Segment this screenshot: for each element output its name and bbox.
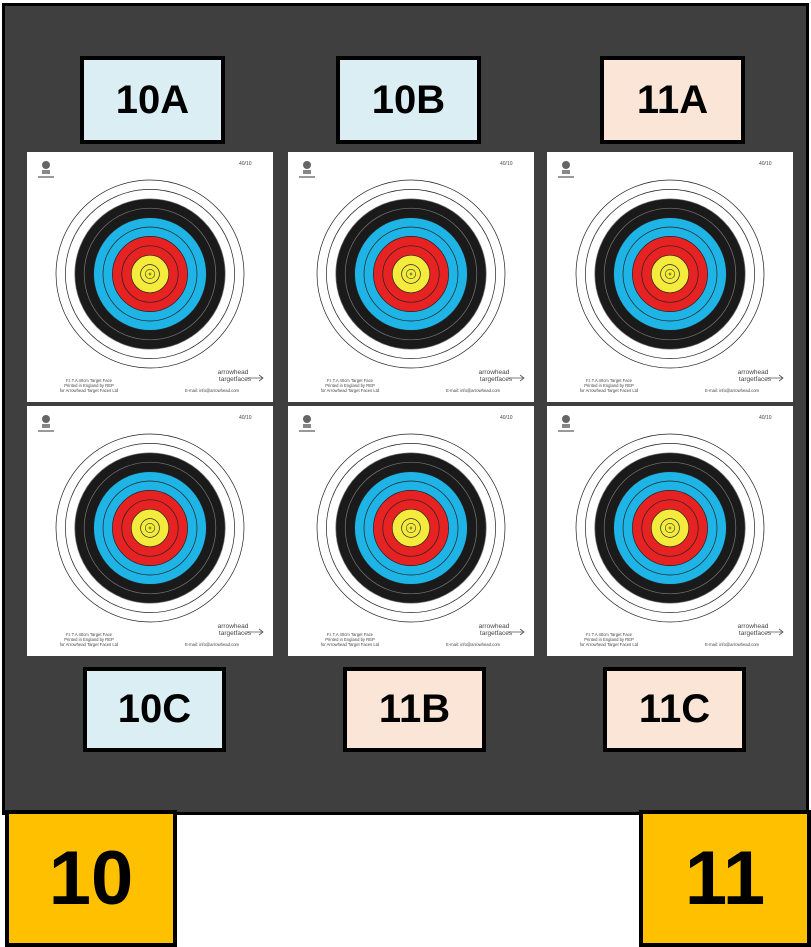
brand-name: arrowhead: [218, 369, 249, 376]
crest-logo-icon: [558, 161, 574, 178]
target-label-10a: 10A: [80, 56, 225, 144]
brand-subname: targetfaces: [480, 376, 513, 383]
target-label-11b: 11B: [343, 667, 486, 752]
crest-logo-icon: [38, 415, 54, 432]
butt-number-11: 11: [639, 810, 811, 947]
brand-subname: targetfaces: [739, 630, 772, 637]
brand-name: arrowhead: [479, 623, 510, 630]
brand-name: arrowhead: [479, 369, 510, 376]
face-size-label: 40/10: [239, 415, 252, 421]
face-email: E-mail: info@arrowhead.com: [446, 642, 501, 647]
crest-logo-icon: [299, 161, 315, 178]
face-email: E-mail: info@arrowhead.com: [446, 388, 501, 393]
face-size-label: 40/10: [239, 161, 252, 167]
target-label-11a: 11A: [600, 56, 745, 144]
target-label-10b: 10B: [336, 56, 481, 144]
brand-name: arrowhead: [738, 623, 769, 630]
face-for-line: for Arrowhead Target Faces Ltd: [580, 642, 639, 647]
brand-subname: targetfaces: [219, 630, 252, 637]
target-label-10c: 10C: [83, 667, 226, 752]
face-for-line: for Arrowhead Target Faces Ltd: [60, 642, 119, 647]
crest-logo-icon: [38, 161, 54, 178]
brand-subname: targetfaces: [219, 376, 252, 383]
crest-logo-icon: [558, 415, 574, 432]
face-size-label: 40/10: [759, 415, 772, 421]
face-size-label: 40/10: [500, 415, 513, 421]
target-label-11c: 11C: [603, 667, 746, 752]
face-for-line: for Arrowhead Target Faces Ltd: [60, 388, 119, 393]
face-for-line: for Arrowhead Target Faces Ltd: [580, 388, 639, 393]
face-for-line: for Arrowhead Target Faces Ltd: [321, 642, 380, 647]
brand-subname: targetfaces: [739, 376, 772, 383]
face-email: E-mail: info@arrowhead.com: [185, 388, 240, 393]
face-size-label: 40/10: [759, 161, 772, 167]
face-size-label: 40/10: [500, 161, 513, 167]
face-for-line: for Arrowhead Target Faces Ltd: [321, 388, 380, 393]
brand-name: arrowhead: [738, 369, 769, 376]
crest-logo-icon: [299, 415, 315, 432]
brand-name: arrowhead: [218, 623, 249, 630]
face-email: E-mail: info@arrowhead.com: [705, 388, 760, 393]
brand-subname: targetfaces: [480, 630, 513, 637]
face-email: E-mail: info@arrowhead.com: [185, 642, 240, 647]
face-email: E-mail: info@arrowhead.com: [705, 642, 760, 647]
butt-number-10: 10: [5, 810, 177, 947]
